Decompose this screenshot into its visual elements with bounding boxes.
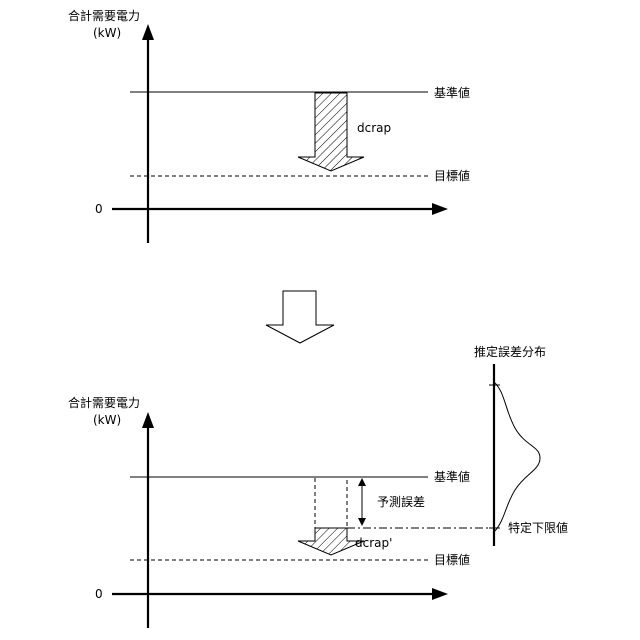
- bottom-y-axis-arrowhead: [142, 412, 154, 428]
- top-target-label: 目標値: [434, 168, 470, 183]
- bottom-target-label: 目標値: [434, 552, 470, 567]
- bottom-zero-label: 0: [95, 587, 103, 601]
- bottom-panel: 合計需要電力 (kW) 0 基準値 目標値 dcrap' 予測誤差 推定誤差分布…: [68, 344, 568, 628]
- bottom-y-axis-label: 合計需要電力: [68, 395, 140, 410]
- top-baseline-label: 基準値: [434, 85, 470, 100]
- top-reduction-label: dcrap: [357, 121, 391, 135]
- top-x-axis-arrowhead: [432, 203, 448, 215]
- lower-limit-label: 特定下限値: [508, 520, 568, 535]
- prediction-error-label: 予測誤差: [377, 494, 425, 509]
- bottom-reduction-label: dcrap': [355, 536, 392, 550]
- bottom-y-axis-unit: (kW): [93, 413, 121, 427]
- top-zero-label: 0: [95, 202, 103, 216]
- top-reduction-arrow: [298, 93, 364, 171]
- transition-arrow: [266, 291, 334, 343]
- top-y-axis-unit: (kW): [93, 26, 121, 40]
- prediction-error-arrow-bottom: [358, 518, 366, 526]
- bottom-x-axis-arrowhead: [432, 588, 448, 600]
- bottom-baseline-label: 基準値: [434, 469, 470, 484]
- original-reduction-outline: [315, 477, 347, 528]
- distribution-title: 推定誤差分布: [474, 344, 546, 359]
- error-distribution-curve: [494, 382, 540, 532]
- top-y-axis-label: 合計需要電力: [68, 8, 140, 23]
- top-y-axis-arrowhead: [142, 24, 154, 40]
- top-panel: 合計需要電力 (kW) 0 基準値 目標値 dcrap: [68, 8, 470, 243]
- prediction-error-arrow-top: [358, 478, 366, 486]
